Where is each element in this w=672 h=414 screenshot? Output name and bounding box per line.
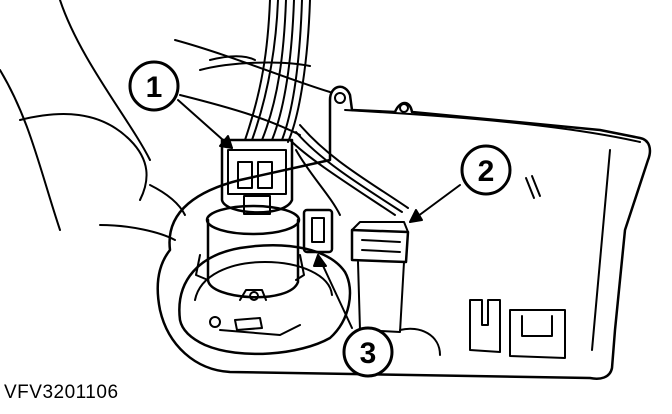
- callout-1-number: 1: [146, 71, 163, 104]
- mounting-brackets: [399, 299, 566, 359]
- callout-3-number: 3: [360, 337, 377, 370]
- switch-panel-housing: [156, 85, 652, 380]
- connector-2: [350, 221, 410, 333]
- callout-1: 1: [128, 60, 180, 112]
- surrounding-trim: [0, 0, 331, 241]
- callout-3: 3: [342, 326, 394, 378]
- connector-3: [302, 208, 334, 254]
- figure-code: VFV3201106: [4, 382, 119, 403]
- callout-2: 2: [460, 144, 512, 196]
- switch-base-plate: [178, 244, 352, 356]
- wiring-harness: [244, 0, 409, 216]
- light-switch-body: [195, 138, 305, 301]
- callout-leaders: [177, 99, 461, 329]
- callout-2-number: 2: [478, 155, 495, 188]
